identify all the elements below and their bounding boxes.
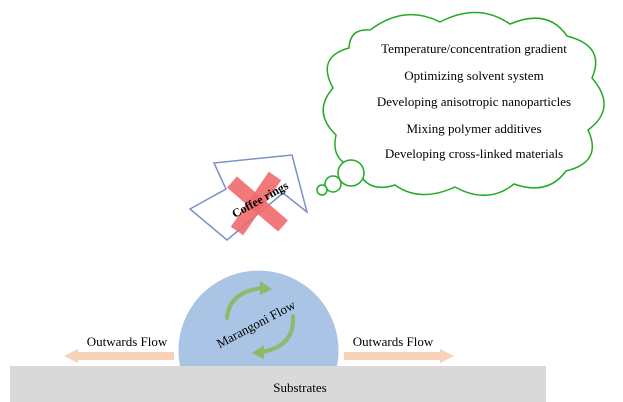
cloud-item-3: Developing anisotropic nanoparticles xyxy=(377,94,571,109)
left-flow-arrow xyxy=(64,349,174,363)
circulation-arrowhead-top xyxy=(260,281,272,295)
cloud-item-1: Temperature/concentration gradient xyxy=(381,41,567,56)
right-flow-arrow xyxy=(344,349,454,363)
substrate-bar xyxy=(10,366,546,402)
cloud-bubble-medium xyxy=(324,175,342,193)
thought-cloud: Temperature/concentration gradient Optim… xyxy=(316,11,605,197)
circulation-arrow-top xyxy=(225,286,264,320)
coffee-rings-arrow: Coffee rings xyxy=(188,154,309,241)
cross-mark xyxy=(227,171,288,236)
cross-stroke-2 xyxy=(230,171,282,236)
left-flow-label: Outwards Flow xyxy=(87,334,168,349)
cloud-shape xyxy=(322,11,605,197)
outward-flows: Outwards Flow Outwards Flow xyxy=(64,334,454,363)
substrate-label: Substrates xyxy=(273,380,326,395)
cloud-item-5: Developing cross-linked materials xyxy=(385,146,563,161)
right-flow-label: Outwards Flow xyxy=(353,334,434,349)
droplet: Marangoni Flow xyxy=(178,270,339,366)
circulation-arrow-bottom xyxy=(260,314,296,354)
droplet-shape xyxy=(178,270,339,366)
circulation-arrowhead-bottom xyxy=(252,345,264,359)
cloud-item-4: Mixing polymer additives xyxy=(406,121,541,136)
cloud-item-2: Optimizing solvent system xyxy=(404,68,543,83)
cloud-bubble-small xyxy=(316,184,328,196)
cloud-bubble-large xyxy=(337,159,365,187)
substrate: Substrates xyxy=(10,366,546,402)
